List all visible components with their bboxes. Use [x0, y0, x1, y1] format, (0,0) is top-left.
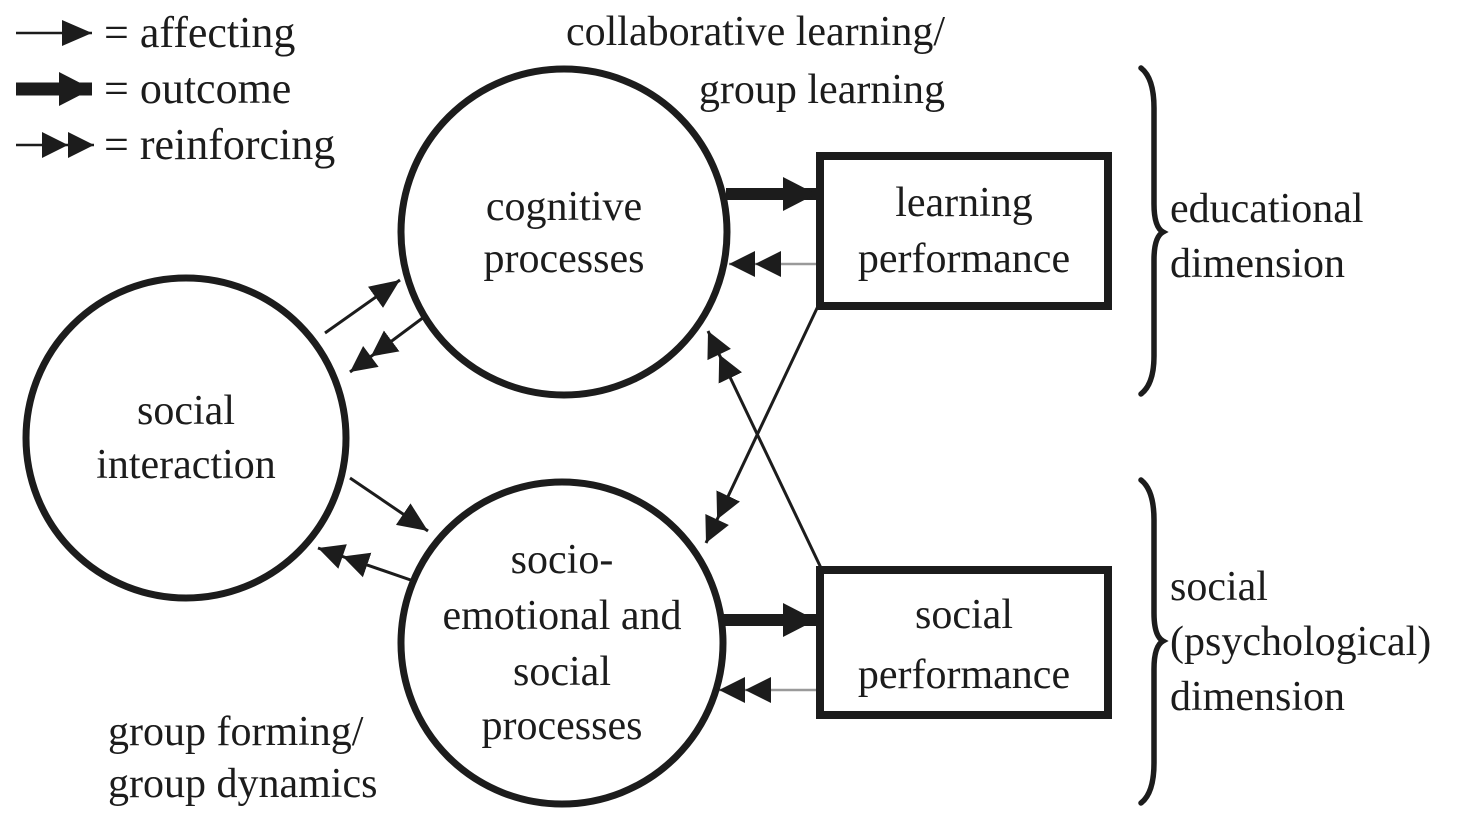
legend-affecting-label: = affecting [104, 8, 295, 57]
node-socio-emotional: socio- emotional and social processes [397, 478, 727, 808]
social-dimension-brace-icon [1138, 477, 1169, 806]
cognitive-processes-line2: processes [484, 236, 645, 282]
social-performance-line1: social [915, 592, 1013, 638]
edges [317, 177, 823, 703]
group-forming-line2: group dynamics [108, 761, 377, 807]
socio-emotional-circle [397, 478, 727, 808]
learning-performance-line2: performance [858, 236, 1070, 282]
social-interaction-circle [22, 274, 350, 602]
node-cognitive-processes: cognitive processes [397, 65, 731, 399]
social-interaction-line1: social [137, 388, 235, 434]
social-dimension-line3: dimension [1170, 674, 1345, 720]
node-social-interaction: social interaction [22, 274, 350, 602]
educational-dimension-brace-icon [1138, 65, 1169, 397]
legend-reinforcing-label: = reinforcing [104, 120, 335, 169]
educational-dimension-line1: educational [1170, 186, 1364, 232]
socio-emotional-line4: processes [482, 703, 643, 749]
social-dimension-line2: (psychological) [1170, 619, 1431, 665]
social-interaction-line2: interaction [96, 442, 276, 488]
social-dimension-group: social (psychological) dimension [1138, 477, 1431, 806]
cognitive-processes-circle [397, 65, 731, 399]
learning-performance-line1: learning [895, 180, 1033, 226]
socio-emotional-line2: emotional and [442, 593, 681, 639]
node-social-performance: social performance [816, 566, 1112, 719]
legend-outcome-label: = outcome [104, 64, 291, 113]
node-learning-performance: learning performance [816, 152, 1112, 310]
social-performance-box [816, 566, 1112, 719]
socio-emotional-line1: socio- [511, 537, 614, 583]
educational-dimension-line2: dimension [1170, 241, 1345, 287]
edge-socioemotional-to-social-reinforcing [317, 544, 429, 588]
cognitive-processes-line1: cognitive [486, 184, 642, 230]
social-performance-line2: performance [858, 652, 1070, 698]
learning-performance-box [816, 152, 1112, 310]
socio-emotional-line3: social [513, 649, 611, 695]
social-dimension-line1: social [1170, 564, 1268, 610]
group-forming-line1: group forming/ [108, 709, 364, 755]
edge-learning-to-socioemotional-reinforcing [704, 303, 821, 544]
group-forming-annotation: group forming/ group dynamics [108, 709, 377, 807]
edge-social-to-socioemotional-affecting [349, 476, 429, 533]
educational-dimension-group: educational dimension [1138, 65, 1364, 397]
collaborative-learning-line2: group learning [699, 67, 945, 113]
edge-cognitive-to-social-reinforcing [349, 312, 429, 374]
edge-social-to-cognitive-affecting [324, 278, 401, 335]
edge-socialperf-to-cognitive-reinforcing [706, 330, 823, 569]
collaborative-learning-annotation: collaborative learning/ group learning [566, 9, 945, 113]
legend: = affecting = outcome = reinforcing [16, 8, 335, 169]
collaborative-learning-line1: collaborative learning/ [566, 9, 945, 55]
